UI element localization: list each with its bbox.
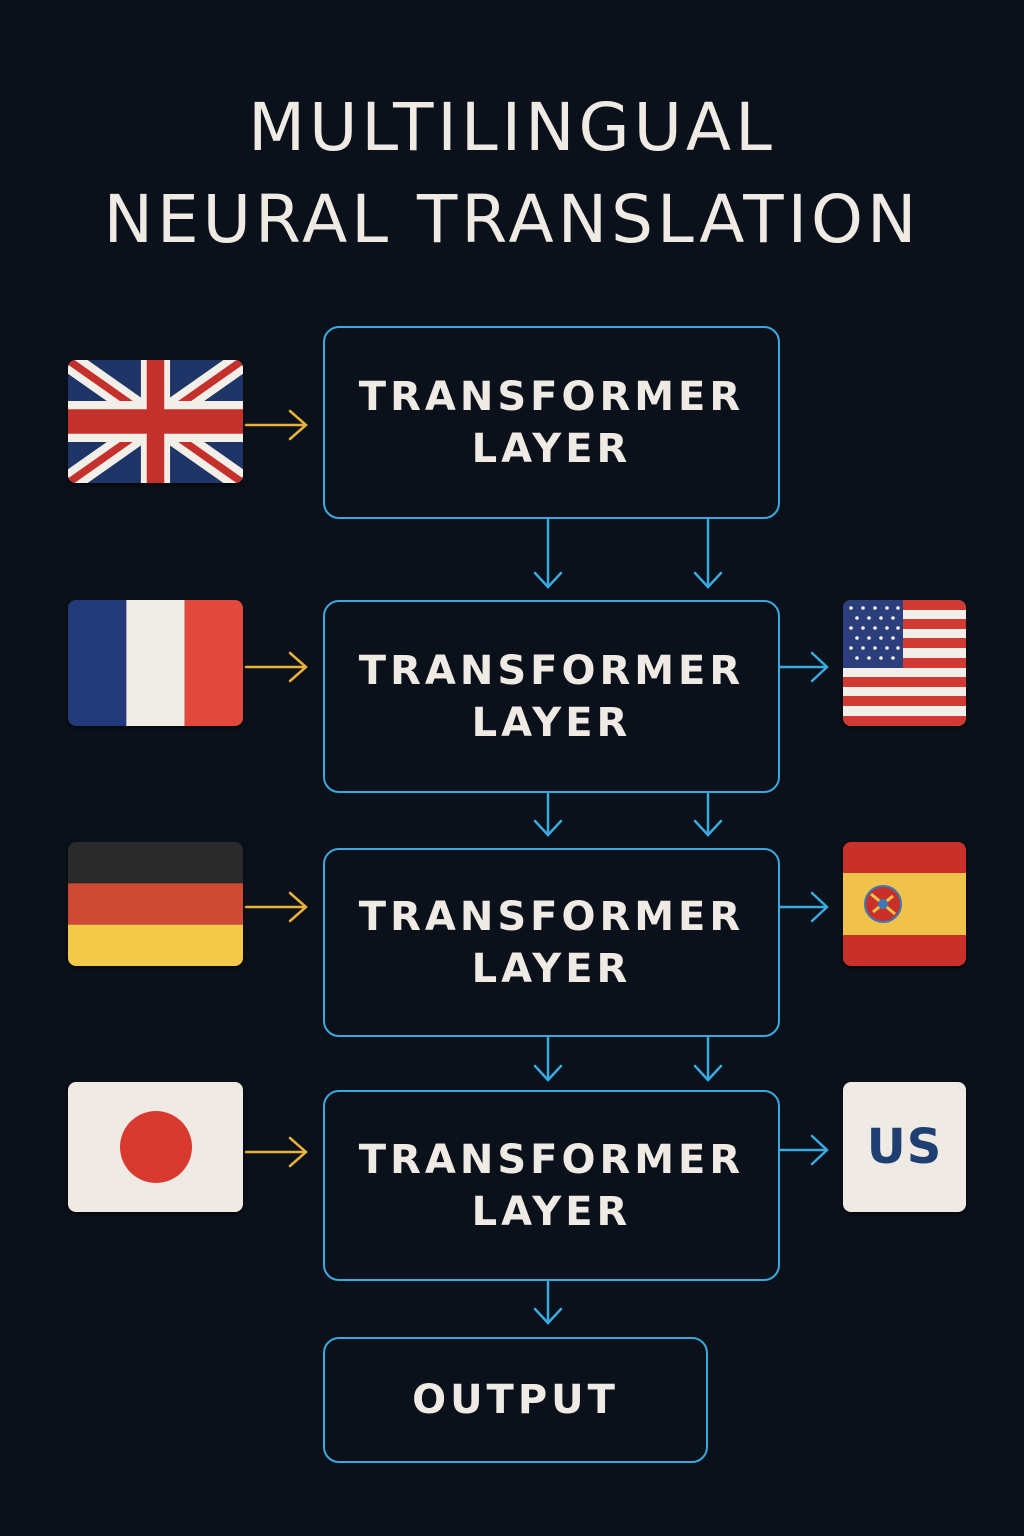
down-arrow-2a bbox=[533, 792, 563, 837]
layer-3-line-1: TRANSFORMER bbox=[358, 893, 745, 940]
uk-flag-icon bbox=[68, 360, 243, 483]
output-label: OUTPUT bbox=[412, 1377, 619, 1423]
france-flag-icon bbox=[68, 600, 243, 726]
input-arrow-2 bbox=[244, 651, 308, 683]
input-arrow-1 bbox=[244, 409, 308, 441]
layer-1-line-2: LAYER bbox=[471, 425, 632, 472]
input-arrow-3 bbox=[244, 891, 308, 923]
title-line-2: NEURAL TRANSLATION bbox=[103, 181, 921, 258]
layer-2-line-2: LAYER bbox=[471, 699, 632, 746]
us-label-icon: US bbox=[843, 1082, 966, 1212]
japan-flag-icon bbox=[68, 1082, 243, 1212]
title-line-1: MULTILINGUAL bbox=[248, 89, 776, 166]
us-label-text: US bbox=[866, 1119, 943, 1175]
down-arrow-1a bbox=[533, 518, 563, 589]
output-arrow-1 bbox=[778, 651, 829, 683]
down-arrow-3b bbox=[693, 1036, 723, 1082]
us-flag-icon bbox=[843, 600, 966, 726]
page-title: MULTILINGUAL NEURAL TRANSLATION bbox=[0, 82, 1024, 266]
spain-flag-icon bbox=[843, 842, 966, 966]
layer-3-line-2: LAYER bbox=[471, 945, 632, 992]
transformer-layer-3: TRANSFORMER LAYER bbox=[323, 848, 780, 1037]
transformer-layer-4: TRANSFORMER LAYER bbox=[323, 1090, 780, 1281]
layer-1-line-1: TRANSFORMER bbox=[358, 373, 745, 420]
germany-flag-icon bbox=[68, 842, 243, 966]
layer-4-line-2: LAYER bbox=[471, 1188, 632, 1235]
down-arrow-1b bbox=[693, 518, 723, 589]
output-arrow-3 bbox=[778, 1134, 829, 1166]
output-arrows bbox=[778, 651, 829, 1166]
output-arrow-2 bbox=[778, 891, 829, 923]
spain-emblem-icon bbox=[864, 885, 902, 923]
down-arrow-2b bbox=[693, 792, 723, 837]
down-arrow-output bbox=[533, 1280, 563, 1325]
layer-4-line-1: TRANSFORMER bbox=[358, 1136, 745, 1183]
output-box: OUTPUT bbox=[323, 1337, 708, 1463]
input-arrow-4 bbox=[244, 1136, 308, 1168]
transformer-layer-2: TRANSFORMER LAYER bbox=[323, 600, 780, 793]
input-arrows bbox=[244, 409, 308, 1168]
transformer-layer-1: TRANSFORMER LAYER bbox=[323, 326, 780, 519]
down-arrow-3a bbox=[533, 1036, 563, 1082]
layer-2-line-1: TRANSFORMER bbox=[358, 647, 745, 694]
